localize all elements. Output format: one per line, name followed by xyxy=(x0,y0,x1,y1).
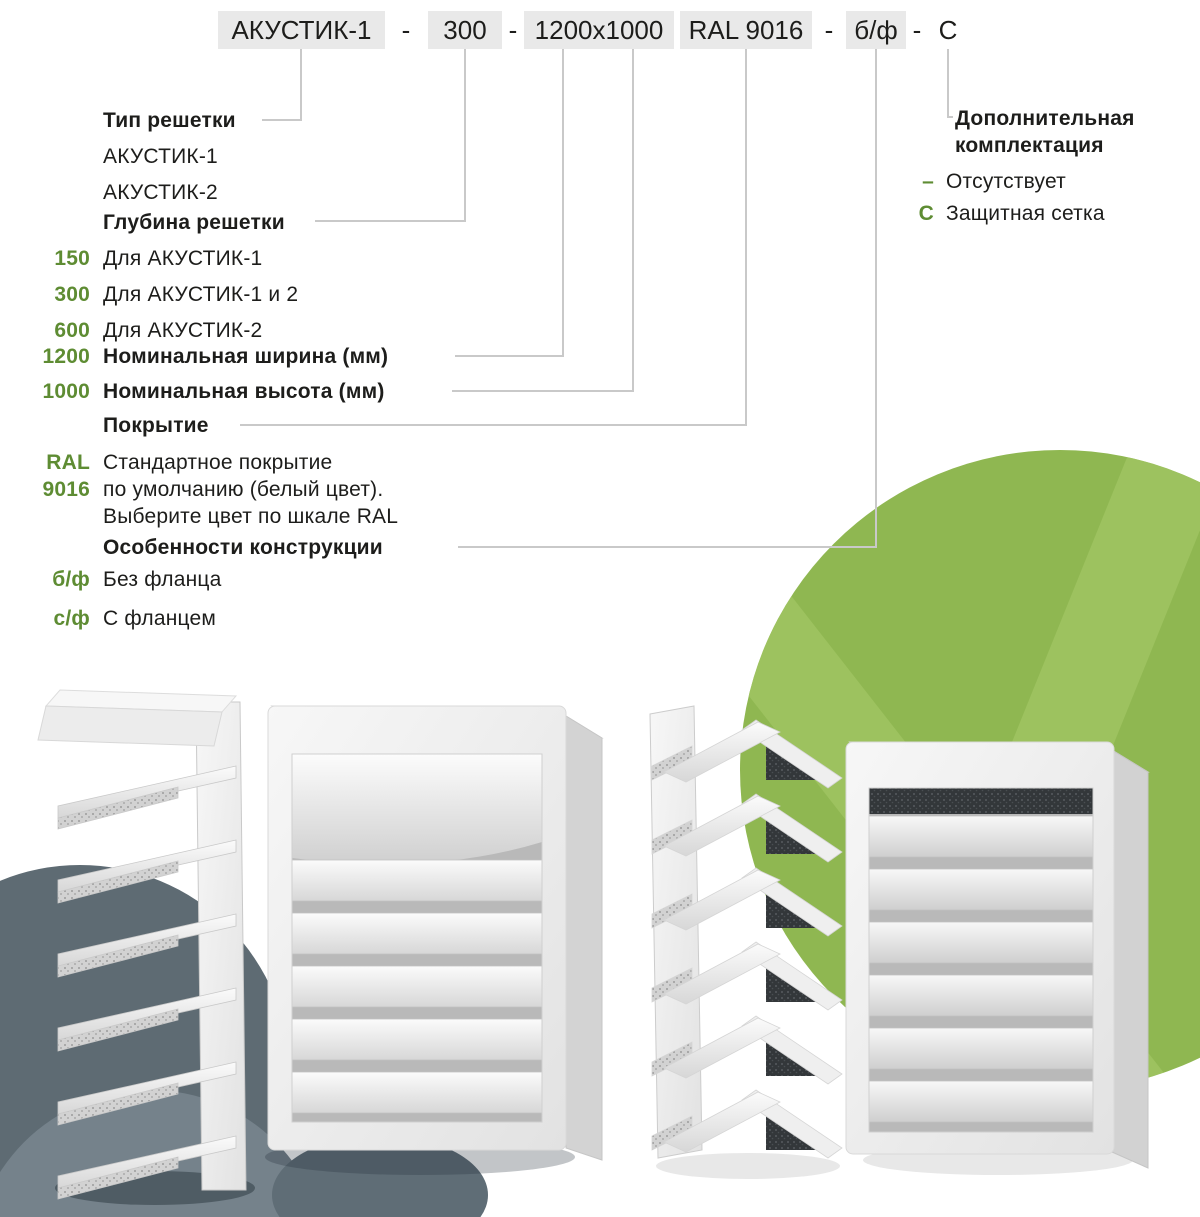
code-segment-size: 1200x1000 xyxy=(524,11,674,49)
shadow xyxy=(656,1153,840,1179)
connector-type xyxy=(262,119,302,121)
type-heading-label: Тип решетки xyxy=(103,109,236,132)
extras-item: – Отсутствует xyxy=(922,170,1066,193)
connector-depth xyxy=(464,49,466,221)
legend-type-item: АКУСТИК-1 xyxy=(103,145,218,168)
depth-heading-label: Глубина решетки xyxy=(103,211,285,234)
legend-design-heading: Особенности конструкции xyxy=(0,534,383,561)
code-dash: - xyxy=(824,15,834,45)
legend-design-item: б/ф Без фланца xyxy=(52,568,222,591)
code-dash: - xyxy=(508,15,518,45)
connector-depth xyxy=(315,220,466,222)
connector-extras xyxy=(947,116,953,118)
code-segment-extra: С xyxy=(938,15,958,45)
legend-type-item: АКУСТИК-2 xyxy=(103,181,218,204)
connector-height xyxy=(452,390,634,392)
code-segment-type: АКУСТИК-1 xyxy=(218,11,385,49)
legend-width: 1200 Номинальная ширина (мм) xyxy=(42,345,389,368)
extras-item: С Защитная сетка xyxy=(918,202,1105,225)
legend-depth-item: 150 Для АКУСТИК-1 xyxy=(54,247,263,270)
connector-extras xyxy=(947,49,949,117)
code-dash: - xyxy=(912,15,922,45)
connector-design xyxy=(458,546,877,548)
legend-depth-item: 300 Для АКУСТИК-1 и 2 xyxy=(54,283,299,306)
grille-front-view xyxy=(267,705,604,1161)
legend-height: 1000 Номинальная высота (мм) xyxy=(42,380,385,403)
legend-design-item: с/ф С фланцем xyxy=(53,607,217,630)
legend-type-heading: Тип решетки xyxy=(0,107,236,134)
code-segment-coating: RAL 9016 xyxy=(680,11,812,49)
design-heading-label: Особенности конструкции xyxy=(103,536,383,559)
decor-ellipse-slate xyxy=(272,1135,488,1217)
grille-side-profile xyxy=(37,689,247,1200)
connector-height xyxy=(632,49,634,391)
grille-front-view-mesh xyxy=(845,741,1150,1169)
legend-depth-item: 600 Для АКУСТИК-2 xyxy=(54,319,263,342)
coating-heading-label: Покрытие xyxy=(103,414,209,437)
connector-width xyxy=(562,49,564,356)
legend-coating-heading: Покрытие xyxy=(0,412,209,439)
connector-width xyxy=(455,355,564,357)
grille-chevron-side-profile xyxy=(649,705,843,1159)
connector-design xyxy=(875,49,877,547)
code-segment-depth: 300 xyxy=(428,11,502,49)
connector-coating xyxy=(745,49,747,425)
code-dash: - xyxy=(401,15,411,45)
connector-type xyxy=(300,49,302,120)
legend-depth-heading: Глубина решетки xyxy=(0,209,285,236)
code-segment-flange: б/ф xyxy=(846,11,906,49)
connector-coating xyxy=(240,424,747,426)
